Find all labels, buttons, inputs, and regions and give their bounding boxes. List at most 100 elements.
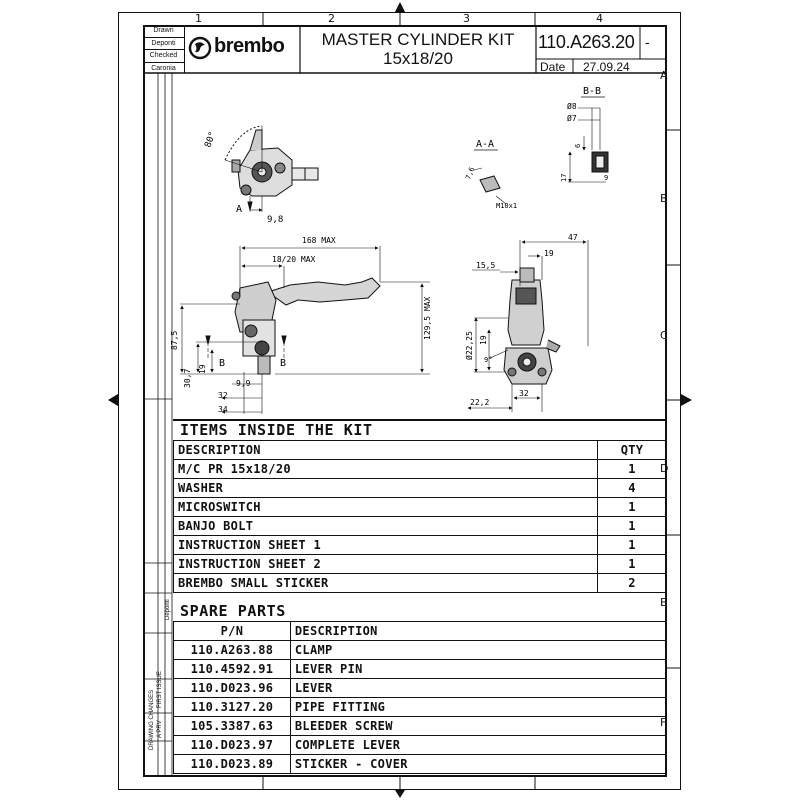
- grid-col-4: 4: [596, 12, 603, 25]
- brand-wordmark: brembo: [214, 35, 285, 57]
- section-mark-b-right: B: [280, 358, 286, 369]
- kit-section-divider: [173, 419, 667, 421]
- spare-part-number: 110.A263.88: [173, 640, 291, 660]
- title-line-1: MASTER CYLINDER KIT: [321, 30, 515, 49]
- kit-item-qty: 2: [597, 573, 667, 593]
- section-title-aa: A-A: [476, 139, 494, 150]
- dim-phi7: Ø7: [567, 113, 577, 123]
- dim-angle-80: 80°: [203, 130, 218, 149]
- dim-32-side: 32: [218, 391, 228, 400]
- dim-129-5-max: 129,5 MAX: [423, 296, 432, 340]
- kit-item-description: BREMBO SMALL STICKER: [172, 573, 599, 593]
- part-number: 110.A263.20: [538, 32, 635, 52]
- section-title-bb: B-B: [583, 86, 601, 97]
- spare-part-description: CLAMP: [289, 640, 668, 660]
- dim-34: 34: [218, 405, 228, 414]
- spare-part-number: 110.3127.20: [173, 697, 291, 717]
- spare-col-description: DESCRIPTION: [289, 621, 668, 641]
- dim-6: 6: [574, 144, 582, 148]
- dim-phi8: Ø8: [567, 101, 577, 111]
- title-block-signatures: Drawn Deponti Checked Caronia: [143, 25, 185, 73]
- kit-item-qty: 4: [597, 478, 667, 498]
- dim-19-front: 19: [544, 249, 554, 258]
- title-line-2: 15x18/20: [383, 49, 453, 68]
- kit-item-qty: 1: [597, 554, 667, 574]
- dim-9-9: 9,9: [236, 379, 251, 388]
- spare-section-title: SPARE PARTS: [180, 602, 286, 620]
- date-value: 27.09.24: [583, 60, 630, 74]
- kit-item-description: INSTRUCTION SHEET 2: [172, 554, 599, 574]
- dim-22-2: 22,2: [470, 398, 489, 407]
- checked-by: Caronia: [151, 64, 176, 72]
- kit-item-qty: 1: [597, 497, 667, 517]
- dim-9-8: 9,8: [267, 215, 283, 225]
- revision-mark: -: [645, 34, 650, 50]
- grid-row-a: A: [660, 69, 668, 82]
- kit-item-description: BANJO BOLT: [172, 516, 599, 536]
- kit-section-title: ITEMS INSIDE THE KIT: [180, 421, 373, 439]
- dim-7-6: 7,6: [464, 166, 476, 181]
- dim-9-deg: 9°: [484, 356, 492, 364]
- spare-part-number: 110.D023.97: [173, 735, 291, 755]
- dim-9-bb: 9: [604, 174, 608, 182]
- spare-part-number: 110.D023.89: [173, 754, 291, 774]
- grid-col-2: 2: [328, 12, 335, 25]
- dim-phi22-25: Ø22,25: [464, 331, 474, 360]
- date-label: Date: [540, 60, 566, 74]
- dim-30-7: 30,7: [183, 369, 192, 388]
- dim-87-5: 87,5: [170, 331, 179, 350]
- kit-item-description: M/C PR 15x18/20: [172, 459, 599, 479]
- kit-item-qty: 1: [597, 535, 667, 555]
- top-view-master-cylinder: [224, 125, 319, 212]
- revision-strip: [143, 73, 173, 777]
- dim-32-front: 32: [519, 389, 529, 398]
- grid-row-e: E: [660, 596, 667, 609]
- front-view-master-cylinder: [467, 240, 589, 412]
- spare-part-number: 110.D023.96: [173, 678, 291, 698]
- grid-row-b: B: [660, 192, 668, 205]
- spare-part-number: 110.4592.91: [173, 659, 291, 679]
- spare-col-pn: P/N: [173, 621, 291, 641]
- kit-item-description: WASHER: [172, 478, 599, 498]
- spare-part-description: LEVER: [289, 678, 668, 698]
- grid-row-c: C: [660, 329, 668, 342]
- kit-item-description: MICROSWITCH: [172, 497, 599, 517]
- spare-part-description: LEVER PIN: [289, 659, 668, 679]
- spare-part-description: PIPE FITTING: [289, 697, 668, 717]
- section-bb-view: [568, 107, 609, 183]
- view-label-a: A: [236, 204, 242, 215]
- kit-item-qty: 1: [597, 459, 667, 479]
- drawn-label: Drawn: [143, 25, 184, 38]
- dim-19-side: 19: [198, 364, 207, 374]
- drawing-frame: [143, 25, 667, 777]
- spare-part-number: 105.3387.63: [173, 716, 291, 736]
- kit-item-description: INSTRUCTION SHEET 1: [172, 535, 599, 555]
- grid-col-3: 3: [463, 12, 470, 25]
- dim-47: 47: [568, 233, 578, 242]
- dim-15-5: 15,5: [476, 261, 495, 270]
- kit-col-description: DESCRIPTION: [172, 440, 599, 460]
- dim-19-front-vertical: 19: [479, 335, 488, 345]
- brembo-logo-icon: [188, 36, 212, 60]
- dim-m10x1: M10x1: [496, 202, 517, 210]
- grid-col-1: 1: [195, 12, 202, 25]
- drawing-title: MASTER CYLINDER KIT 15x18/20: [302, 30, 534, 68]
- spare-part-description: BLEEDER SCREW: [289, 716, 668, 736]
- section-mark-b-left: B: [219, 358, 225, 369]
